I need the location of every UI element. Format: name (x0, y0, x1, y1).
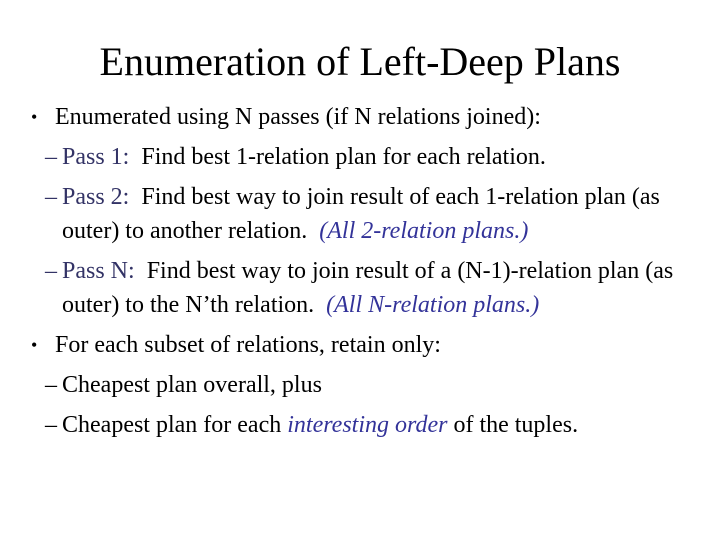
bullet-marker: • (31, 107, 38, 127)
bullet-marker: • (31, 335, 38, 355)
text-segment: Find best way to join result of a (N-1)-… (62, 258, 674, 318)
sub-item-pass-2: – Pass 2: Find best way to join result o… (30, 180, 692, 248)
dash-marker: – (45, 184, 57, 210)
bullet-item-enumerated: • Enumerated using N passes (if N relati… (30, 100, 692, 134)
slide-body: • Enumerated using N passes (if N relati… (30, 100, 692, 448)
text-segment: Cheapest plan overall, plus (62, 372, 322, 398)
text-segment: For each subset of relations, retain onl… (55, 332, 441, 358)
all-2-relation-note: (All 2-relation plans.) (319, 218, 529, 244)
dash-marker: – (45, 372, 57, 398)
sub-item-cheapest-order: – Cheapest plan for each interesting ord… (30, 408, 692, 442)
sub-item-pass-1: – Pass 1: Find best 1-relation plan for … (30, 140, 692, 174)
text-segment: Cheapest plan for each (62, 412, 288, 438)
text-segment: of the tuples. (447, 412, 579, 438)
slide-title: Enumeration of Left-Deep Plans (99, 39, 621, 84)
dash-marker: – (45, 258, 57, 284)
all-n-relation-note: (All N-relation plans.) (326, 292, 540, 318)
sub-item-cheapest-overall: – Cheapest plan overall, plus (30, 368, 692, 402)
text-segment: Find best 1-relation plan for each relat… (129, 144, 546, 170)
bullet-item-subset: • For each subset of relations, retain o… (30, 328, 692, 362)
interesting-order-emphasis: interesting order (287, 412, 448, 438)
pass-1-label: Pass 1: (62, 144, 130, 170)
text-segment: Enumerated using N passes (if N relation… (55, 104, 541, 130)
pass-2-label: Pass 2: (62, 184, 130, 210)
sub-item-pass-n: – Pass N: Find best way to join result o… (30, 254, 692, 322)
dash-marker: – (45, 144, 57, 170)
dash-marker: – (45, 412, 57, 438)
text-segment: Find best way to join result of each 1-r… (62, 184, 660, 244)
pass-n-label: Pass N: (62, 258, 135, 284)
